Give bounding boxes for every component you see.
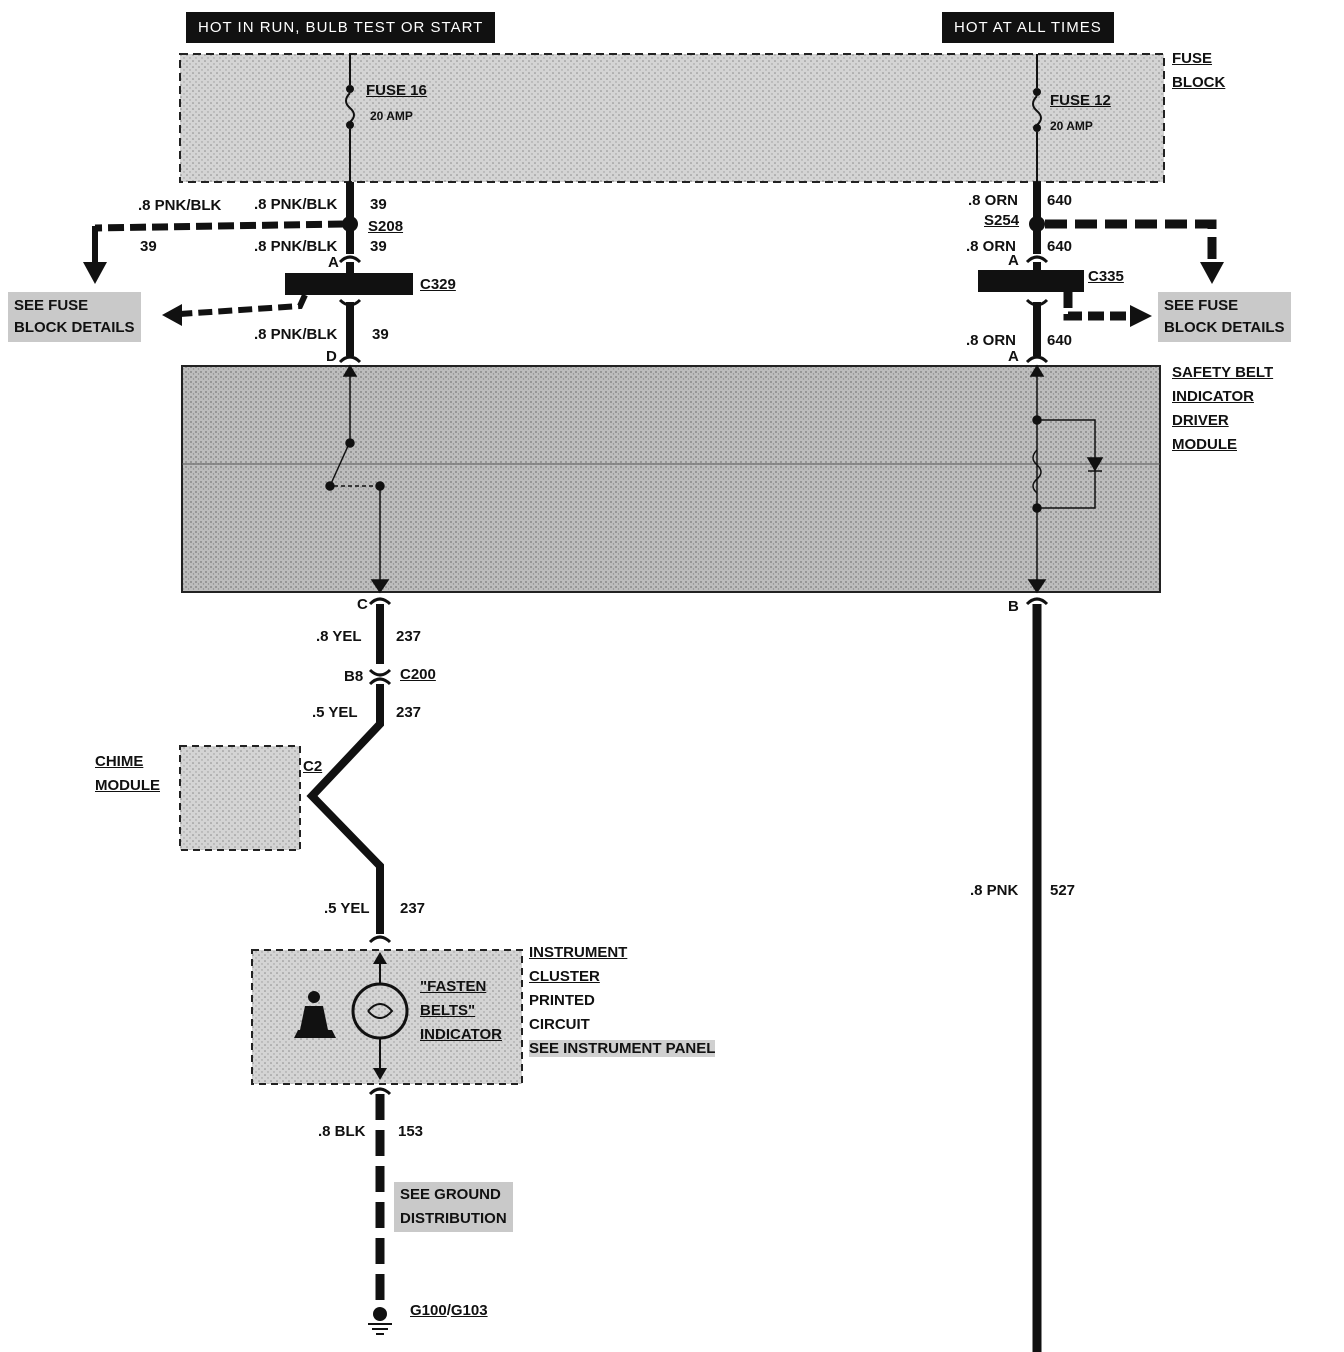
driver-module-label-line1: SAFETY BELT [1172,364,1274,381]
fuse-16-name: FUSE 16 [366,82,427,99]
left-wire-top: .8 PNK/BLK [254,196,338,213]
wire-153 [368,1087,392,1335]
see-fuse-block-details-left[interactable]: SEE FUSE BLOCK DETAILS [8,292,141,342]
fuse-block-label-line1: FUSE [1172,50,1213,67]
connector-c2-label: C2 [303,758,323,775]
driver-module-internals [182,364,1160,594]
branch-wire-label: .8 PNK/BLK [138,197,222,214]
instrument-cluster-box [251,949,523,1085]
left-wire-bot: .8 PNK/BLK [254,326,338,343]
wire-527 [1025,597,1049,1352]
c329-pin-a: A [328,254,339,271]
blk-circuit: 153 [398,1123,424,1140]
indicator-label-line3: INDICATOR [420,1026,502,1043]
pin-c: C [357,596,368,613]
fuse-12-rating: 20 AMP [1050,119,1093,133]
pnk-wire: .8 PNK [970,882,1019,899]
instrument-cluster-label-line2: CLUSTER [529,968,600,985]
see-fuse-left-line2: BLOCK DETAILS [14,319,135,336]
yel-wire-2: .5 YEL [312,704,358,721]
driver-module-label-line2: INDICATOR [1172,388,1254,405]
instrument-cluster-label-line3: PRINTED [529,992,595,1009]
right-circuit-top: 640 [1047,192,1073,209]
c335-pin-a: A [1008,252,1019,269]
left-wire-mid: .8 PNK/BLK [254,238,338,255]
branch-circuit-number: 39 [140,238,157,255]
wire-640 [978,182,1224,364]
pnk-circuit: 527 [1050,882,1076,899]
ground-icon [373,1307,387,1321]
yel-circuit-2: 237 [396,704,422,721]
chime-module-label-line1: CHIME [95,753,144,770]
left-circuit-bot: 39 [372,326,389,343]
connector-c335-label: C335 [1088,268,1124,285]
fuse-16-icon [345,54,355,182]
driver-module-box [181,365,1161,593]
splice-s208-dot [342,216,358,232]
yel-circuit-1: 237 [396,628,422,645]
see-fuse-block-details-right[interactable]: SEE FUSE BLOCK DETAILS [1158,292,1291,342]
right-wire-top: .8 ORN [968,192,1019,209]
instrument-cluster-label-line4: CIRCUIT [529,1016,590,1033]
ground-separator: / [446,1302,451,1319]
c200-pin: B8 [344,668,364,685]
wire-237 [306,597,392,944]
chime-module-label-line2: MODULE [95,777,160,794]
indicator-label-line2: BELTS" [420,1002,476,1019]
seatbelt-icon [294,991,336,1038]
connector-c329 [285,273,413,295]
header-hot-in-run: HOT IN RUN, BULB TEST OR START [186,12,496,43]
pin-a-lower: A [1008,348,1019,365]
arrow-down-icon [1200,262,1224,284]
ground-g103: G103 [450,1302,488,1319]
yel-circuit-3: 237 [400,900,426,917]
connector-c329-label: C329 [420,276,456,293]
ground-labels: G100/G103 [410,1302,488,1319]
see-ground-distribution[interactable]: SEE GROUND DISTRIBUTION [394,1182,513,1232]
splice-s208-label: S208 [368,218,404,235]
arrow-right-icon [1130,305,1152,327]
see-fuse-left-line1: SEE FUSE [14,297,89,314]
arrow-down-icon [83,262,107,284]
driver-module-label-line3: DRIVER [1172,412,1229,429]
header-hot-at-all-times: HOT AT ALL TIMES [942,12,1114,43]
see-fuse-right-line1: SEE FUSE [1164,297,1239,314]
connector-c200-label: C200 [400,666,436,683]
fuse-block-label-line2: BLOCK [1172,74,1226,91]
ground-g100: G100 [410,1302,447,1319]
see-ground-line1: SEE GROUND [400,1186,501,1203]
right-circuit-bot: 640 [1047,332,1073,349]
connector-c335 [978,270,1084,292]
blk-wire: .8 BLK [318,1123,366,1140]
yel-wire-3: .5 YEL [324,900,370,917]
pin-b: B [1008,598,1019,615]
fuse-block [179,53,1165,183]
instrument-cluster-label-line1: INSTRUMENT [529,944,628,961]
indicator-label-line1: "FASTEN [420,978,487,995]
splice-s254-label: S254 [984,212,1020,229]
chime-module-box [179,745,301,851]
right-wire-mid: .8 ORN [966,238,1017,255]
driver-module-label-line4: MODULE [1172,436,1237,453]
fuse-12-icon [1032,54,1042,182]
see-ground-line2: DISTRIBUTION [400,1210,507,1227]
see-fuse-right-line2: BLOCK DETAILS [1164,319,1285,336]
see-instrument-panel[interactable]: SEE INSTRUMENT PANEL [529,1040,716,1057]
splice-s254-dot [1029,216,1045,232]
right-circuit-mid: 640 [1047,238,1073,255]
fuse-12-name: FUSE 12 [1050,92,1111,109]
wire-39 [83,182,413,364]
right-wire-bot: .8 ORN [966,332,1017,349]
pin-d: D [326,348,337,365]
fuse-16-rating: 20 AMP [370,109,413,123]
left-circuit-top: 39 [370,196,387,213]
arrow-left-icon [162,304,182,326]
fasten-belts-indicator-icon [351,952,409,1080]
yel-wire-1: .8 YEL [316,628,362,645]
left-circuit-mid: 39 [370,238,387,255]
